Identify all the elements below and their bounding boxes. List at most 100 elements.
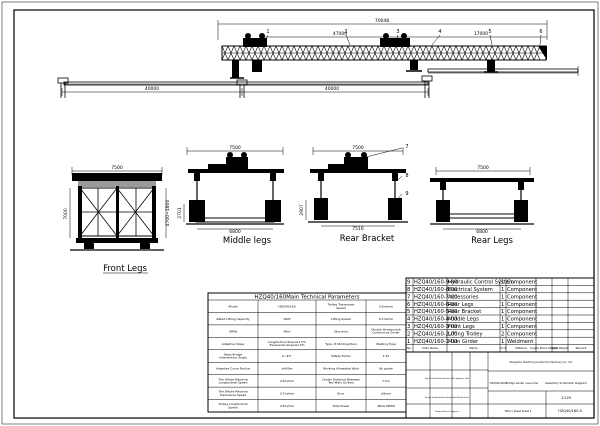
elevation-view: 70048 47000 17000 1 2 3 4 5 6 [57,18,579,98]
params-cell: 3.7m/min [280,392,294,396]
params-cell: Structure [334,329,348,333]
front-legs-view: 7500 7000 4700~1800 Front Legs [63,165,171,274]
bom-cell: HZQ40/160-3-00 [414,324,457,330]
params-cell: Type of Striding Piers [324,342,357,346]
technical-parameters-table: HZQ40/160Main Technical Parameters Model… [207,292,407,413]
params-cell: Error [337,392,345,396]
bom-cell: HZQ40/160-7-00 [414,294,457,300]
bom-cell: Component [507,280,537,286]
title-block: Zhengzhou Huazhong Construction Machiner… [405,351,595,419]
bom-cell: 1 [501,280,504,286]
middle-leg-elevation [406,60,422,72]
cantilever-dim: 17000 [474,31,488,37]
bom-cell: Electrical System [448,287,493,293]
params-cell: Adaptive Curve Radius [216,367,251,371]
params-cell: Walking Type [376,342,396,346]
bom-cell: 1 [501,287,504,293]
balloon-5: 5 [488,29,491,35]
middle-legs-label: Middle legs [223,236,272,246]
front-width-dim: 7500 [111,165,123,171]
bom-cell: 3 [407,324,410,330]
params-cell: 160T [283,317,291,321]
bom-header: Remark [576,346,587,350]
front-legs-label: Front Legs [103,264,147,274]
bom-cell: 1 [501,317,504,323]
bom-cell: 1 [501,339,504,345]
bom-cell: 1 [501,302,504,308]
title-scale: 1:220 [561,396,571,400]
params-cell: 0.7m/min [379,317,393,321]
balloon-3: 3 [396,29,399,35]
bom-cell: 7 [407,294,410,300]
bom-cell: Rear Bracket [448,309,481,315]
bom-header: Total Weight [550,346,569,350]
bom-cell: Main Girder [448,339,479,345]
title-drawing-name: HZQ40/160Bridge Girder Launcher [490,381,539,385]
front-height-dim-right: 4700~1800 [165,200,171,227]
title-sheet-info: Total 1 Sheet Sheet 1 [505,409,532,413]
title-tiny-row2: Design Standardization Stage Mark Weight… [425,396,470,399]
params-cell: Rated Lifting Capacity [216,317,249,321]
bom-cell: Front Legs [448,324,475,330]
params-cell: 0~45° [282,354,292,358]
front-leg-elevation [484,60,498,73]
params-cell: 4.6m/min [280,404,294,408]
bom-cell: 4 [407,317,411,323]
overall-length-dim: 70048 [375,18,389,24]
lifting-trolley-2 [380,33,410,47]
params-title: HZQ40/160Main Technical Parameters [255,295,360,301]
title-drawing-number: HZQ40/160-0 [558,409,582,413]
params-cell: 4.6m/min [280,379,294,383]
bom-cell: 2 [407,331,410,337]
middle-height-dim: 2701 [177,207,183,219]
inner-border [13,9,595,419]
bom-header: Name [469,346,478,350]
title-tiny-row1: Tag Count Partition Document No. Signatu… [425,377,470,380]
bom-cell: 8 [407,287,410,293]
rear-legs-label: Rear Legs [471,236,513,246]
title-subtitle: Assembly Schematic Diagram [545,381,587,385]
middle-width-dim: 7500 [229,145,241,151]
bom-cell: HZQ40/160-4-00 [414,317,457,323]
params-cell: Adaptive Slope [222,342,245,346]
rear-bracket-view: 7500 7516 2907 7 8 9 Rear Bracket [299,144,409,244]
bom-header: Material [515,346,527,350]
bom-cell: 2 [501,331,504,337]
bom-header: Single Piece Weight [530,346,558,350]
params-cell: Lifting Speed [331,317,351,321]
title-company: Zhengzhou Huazhong Construction Machiner… [509,361,573,364]
params-cell: Model [228,304,237,308]
pier-right [421,75,433,98]
params-cell: ≤5mm [381,392,391,396]
params-cell: Safety Factor [331,354,351,358]
bom-cell: Hydraulic Control System [448,280,514,286]
bom-cell: Component [507,324,537,330]
bom-cell: 1 [501,309,504,315]
bom-cell: Component [507,309,537,315]
balloon-2: 2 [344,29,347,35]
params-cell: SPAN [229,329,237,333]
bom-cell: Rear Legs [448,302,474,308]
title-tiny-row3: Proofread Process Approve [435,410,460,413]
bom-cell: HZQ40/160-6-00 [414,302,457,308]
rear-bracket-height-dim: 2907 [299,204,305,216]
rear-width-dim: 7500 [477,165,489,171]
params-cell: 7.5m [382,379,390,383]
params-cell: Working Allowable Wind [323,367,359,371]
bom-cell: HZQ40/160-9-00 [414,280,457,286]
bom-header: Unit [500,346,507,350]
middle-base-dim: 6800 [229,229,241,235]
bom-cell: Weldment [507,339,533,345]
bom-cell: Component [507,302,537,308]
rear-bracket-base-dim: 7516 [352,226,364,232]
bom-cell: 5 [407,309,410,315]
